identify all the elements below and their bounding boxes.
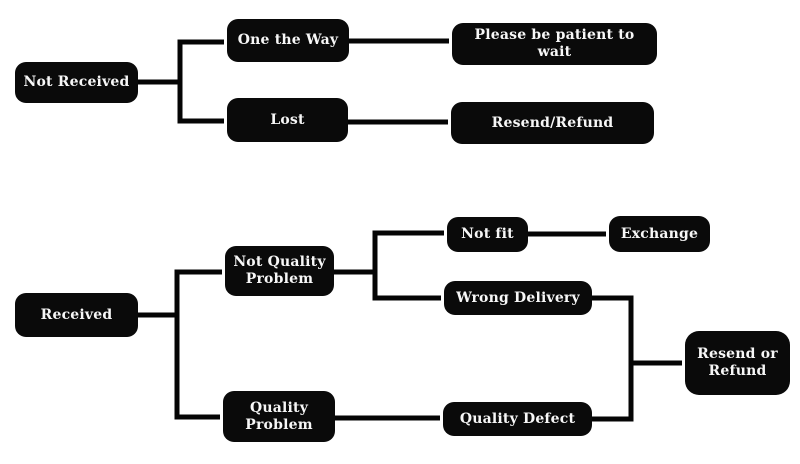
node-wrong-delivery: Wrong Delivery (444, 281, 592, 315)
node-label: Not fit (461, 226, 514, 243)
node-label: Not Quality Problem (233, 254, 326, 287)
node-not-received: Not Received (15, 62, 138, 103)
node-quality-defect: Quality Defect (443, 402, 592, 436)
node-received: Received (15, 293, 138, 337)
node-label: One the Way (237, 32, 339, 49)
node-label: Lost (270, 111, 305, 128)
node-label: Received (40, 306, 113, 323)
node-please-be-patient: Please be patient to wait (452, 23, 657, 65)
node-label: Quality Problem (245, 399, 313, 433)
node-quality-problem: Quality Problem (223, 391, 335, 442)
node-label: Quality Defect (459, 410, 576, 427)
node-label: Not Received (23, 74, 130, 91)
node-not-fit: Not fit (447, 217, 528, 252)
node-label: Please be patient to wait (474, 27, 635, 60)
node-resend-or-refund: Resend or Refund (685, 331, 790, 395)
node-label: Resend or Refund (697, 346, 778, 379)
node-resend-refund: Resend/Refund (451, 102, 654, 144)
node-label: Wrong Delivery (456, 289, 580, 306)
node-label: Exchange (620, 225, 699, 242)
node-not-quality-problem: Not Quality Problem (225, 246, 334, 296)
node-exchange: Exchange (609, 216, 710, 252)
node-lost: Lost (227, 98, 348, 142)
node-one-the-way: One the Way (227, 19, 349, 62)
node-label: Resend/Refund (491, 114, 614, 131)
